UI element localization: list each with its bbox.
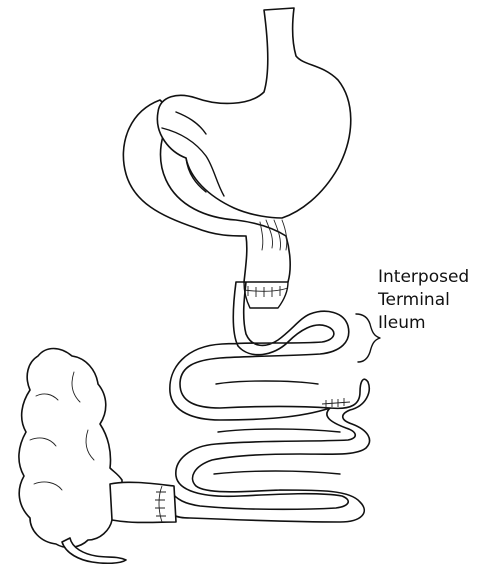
label-terminal: Terminal (377, 290, 450, 310)
label-ileum: Ileum (378, 313, 426, 333)
interposed-ileum-bracket (356, 314, 380, 362)
colon (19, 349, 126, 564)
label-interposed: Interposed (378, 267, 469, 287)
ileocolic-segment (110, 482, 176, 522)
ileum-loops (170, 282, 370, 522)
